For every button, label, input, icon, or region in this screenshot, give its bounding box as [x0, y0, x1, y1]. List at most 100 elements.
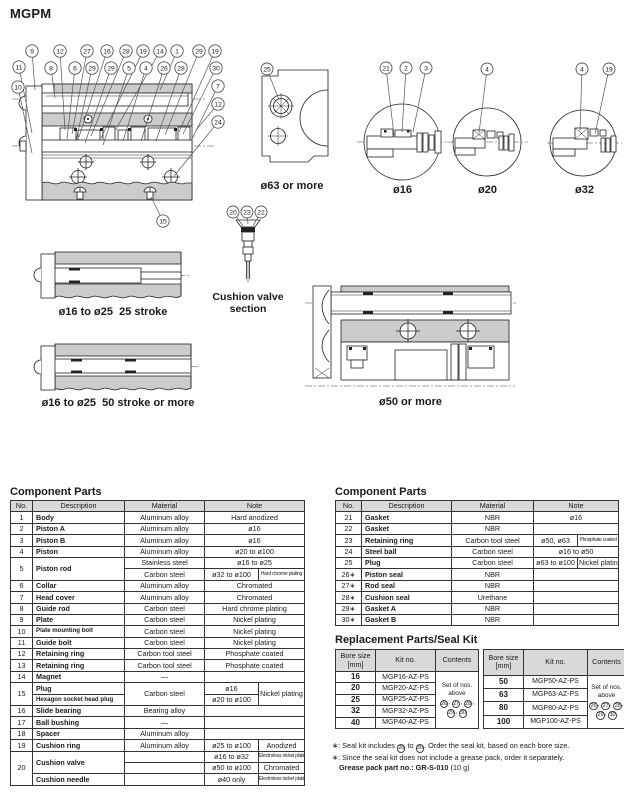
cell: 12 — [10, 648, 33, 661]
cell — [204, 727, 305, 741]
cell: 40 — [335, 716, 376, 729]
callout-29: 29 — [104, 61, 118, 75]
svg-text:2: 2 — [404, 65, 408, 72]
svg-text:19: 19 — [211, 48, 219, 55]
callout-27: 27 — [80, 44, 94, 58]
cell: Aluminum alloy — [124, 739, 205, 752]
cell: 28∗ — [335, 591, 362, 604]
stroke50-drawing — [33, 343, 199, 391]
cell: 11 — [10, 636, 33, 650]
circled-number-28: 28 — [613, 701, 622, 711]
cell: Carbon steel — [451, 545, 534, 558]
cell — [533, 568, 619, 581]
svg-text:12: 12 — [214, 101, 222, 108]
svg-text:7: 7 — [216, 83, 220, 90]
cell: 29∗ — [335, 602, 362, 615]
cell: Body — [32, 511, 125, 524]
callout-10: 10 — [11, 80, 25, 94]
cell: MGP25-AZ-PS — [375, 693, 436, 707]
svg-text:6: 6 — [73, 65, 77, 72]
svg-text:8: 8 — [49, 65, 53, 72]
callout-2: 2 — [399, 61, 413, 75]
cell: NBR — [451, 602, 534, 615]
cell — [204, 705, 305, 718]
cell: Nickel plating — [204, 613, 305, 627]
cell: Hard anodized — [204, 511, 305, 524]
cell: ø25 to ø100 — [204, 739, 259, 752]
footnote-grease: Grease pack part no.: GR-S-010 (10 g) — [332, 763, 624, 774]
callout-12: 12 — [53, 44, 67, 58]
callout-20: 20 — [226, 205, 240, 219]
cell: 80 — [483, 701, 524, 716]
circled-number-27: 27 — [601, 701, 610, 711]
cell: Spacer — [32, 727, 125, 741]
cell: ø16 — [204, 522, 305, 536]
header-cell: Contents — [587, 649, 624, 676]
cell: Carbon steel — [124, 613, 205, 627]
svg-text:21: 21 — [382, 65, 390, 72]
cell: Collar — [32, 579, 125, 593]
svg-text:27: 27 — [83, 48, 91, 55]
callout-19: 19 — [208, 44, 222, 58]
stroke25-drawing — [33, 251, 189, 299]
callout-28: 28 — [119, 44, 133, 58]
cell: Urethane — [451, 591, 534, 604]
cell: Magnet — [32, 670, 125, 684]
cell: Plug — [32, 682, 125, 695]
cell: ø16 to ø32 — [204, 750, 259, 764]
figure-bore20-detail: 4 — [445, 58, 530, 191]
cell: 10 — [10, 625, 33, 638]
cell: Anodized — [258, 739, 305, 752]
circled-number-29: 29 — [596, 711, 605, 720]
cell: Plate — [32, 613, 125, 627]
callout-25: 25 — [260, 62, 274, 76]
cell: Hard chrome plating — [258, 568, 305, 581]
cell: Bearing alloy — [124, 705, 205, 718]
cell: Piston seal — [361, 568, 452, 581]
cell: Guide bolt — [32, 636, 125, 650]
callout-19: 19 — [136, 44, 150, 58]
cell: Carbon steel — [124, 625, 205, 638]
cell: Gasket — [361, 511, 452, 524]
header-cell: Kit no. — [523, 649, 588, 676]
cell: Ball bushing — [32, 716, 125, 729]
header-cell: Bore size[mm] — [335, 649, 376, 672]
svg-text:4: 4 — [485, 66, 489, 73]
svg-text:10: 10 — [14, 84, 22, 91]
header-cell: No. — [10, 499, 33, 513]
svg-text:19: 19 — [139, 48, 147, 55]
cell: Aluminum alloy — [124, 727, 205, 741]
cell: 1 — [10, 511, 33, 524]
svg-text:22: 22 — [257, 209, 265, 216]
cell: 30∗ — [335, 613, 362, 627]
callout-29: 29 — [85, 61, 99, 75]
cell: Hexagon socket head plug — [32, 693, 125, 707]
cell: Rod seal — [361, 579, 452, 593]
header-cell: Note — [204, 499, 305, 513]
cell: 25 — [335, 693, 376, 707]
cell: NBR — [451, 511, 534, 524]
circled-number-30: 30 — [458, 709, 468, 718]
cell — [204, 670, 305, 684]
callout-16: 16 — [100, 44, 114, 58]
svg-text:15: 15 — [159, 218, 167, 225]
callout-29: 29 — [192, 44, 206, 58]
cell: 17 — [10, 716, 33, 729]
cell: — — [124, 670, 205, 684]
cell: ø16 — [204, 682, 259, 695]
cell: 63 — [483, 687, 524, 703]
callout-24: 24 — [211, 115, 225, 129]
cell: Nickel plating — [204, 636, 305, 650]
cell: Carbon steel — [124, 602, 205, 615]
cell: MGP80-AZ-PS — [523, 701, 588, 716]
cell: Aluminum alloy — [124, 545, 205, 558]
cell: 23 — [335, 534, 362, 547]
circled-number-30: 30 — [415, 744, 425, 753]
svg-text:4: 4 — [144, 65, 148, 72]
callout-23: 23 — [240, 205, 254, 219]
